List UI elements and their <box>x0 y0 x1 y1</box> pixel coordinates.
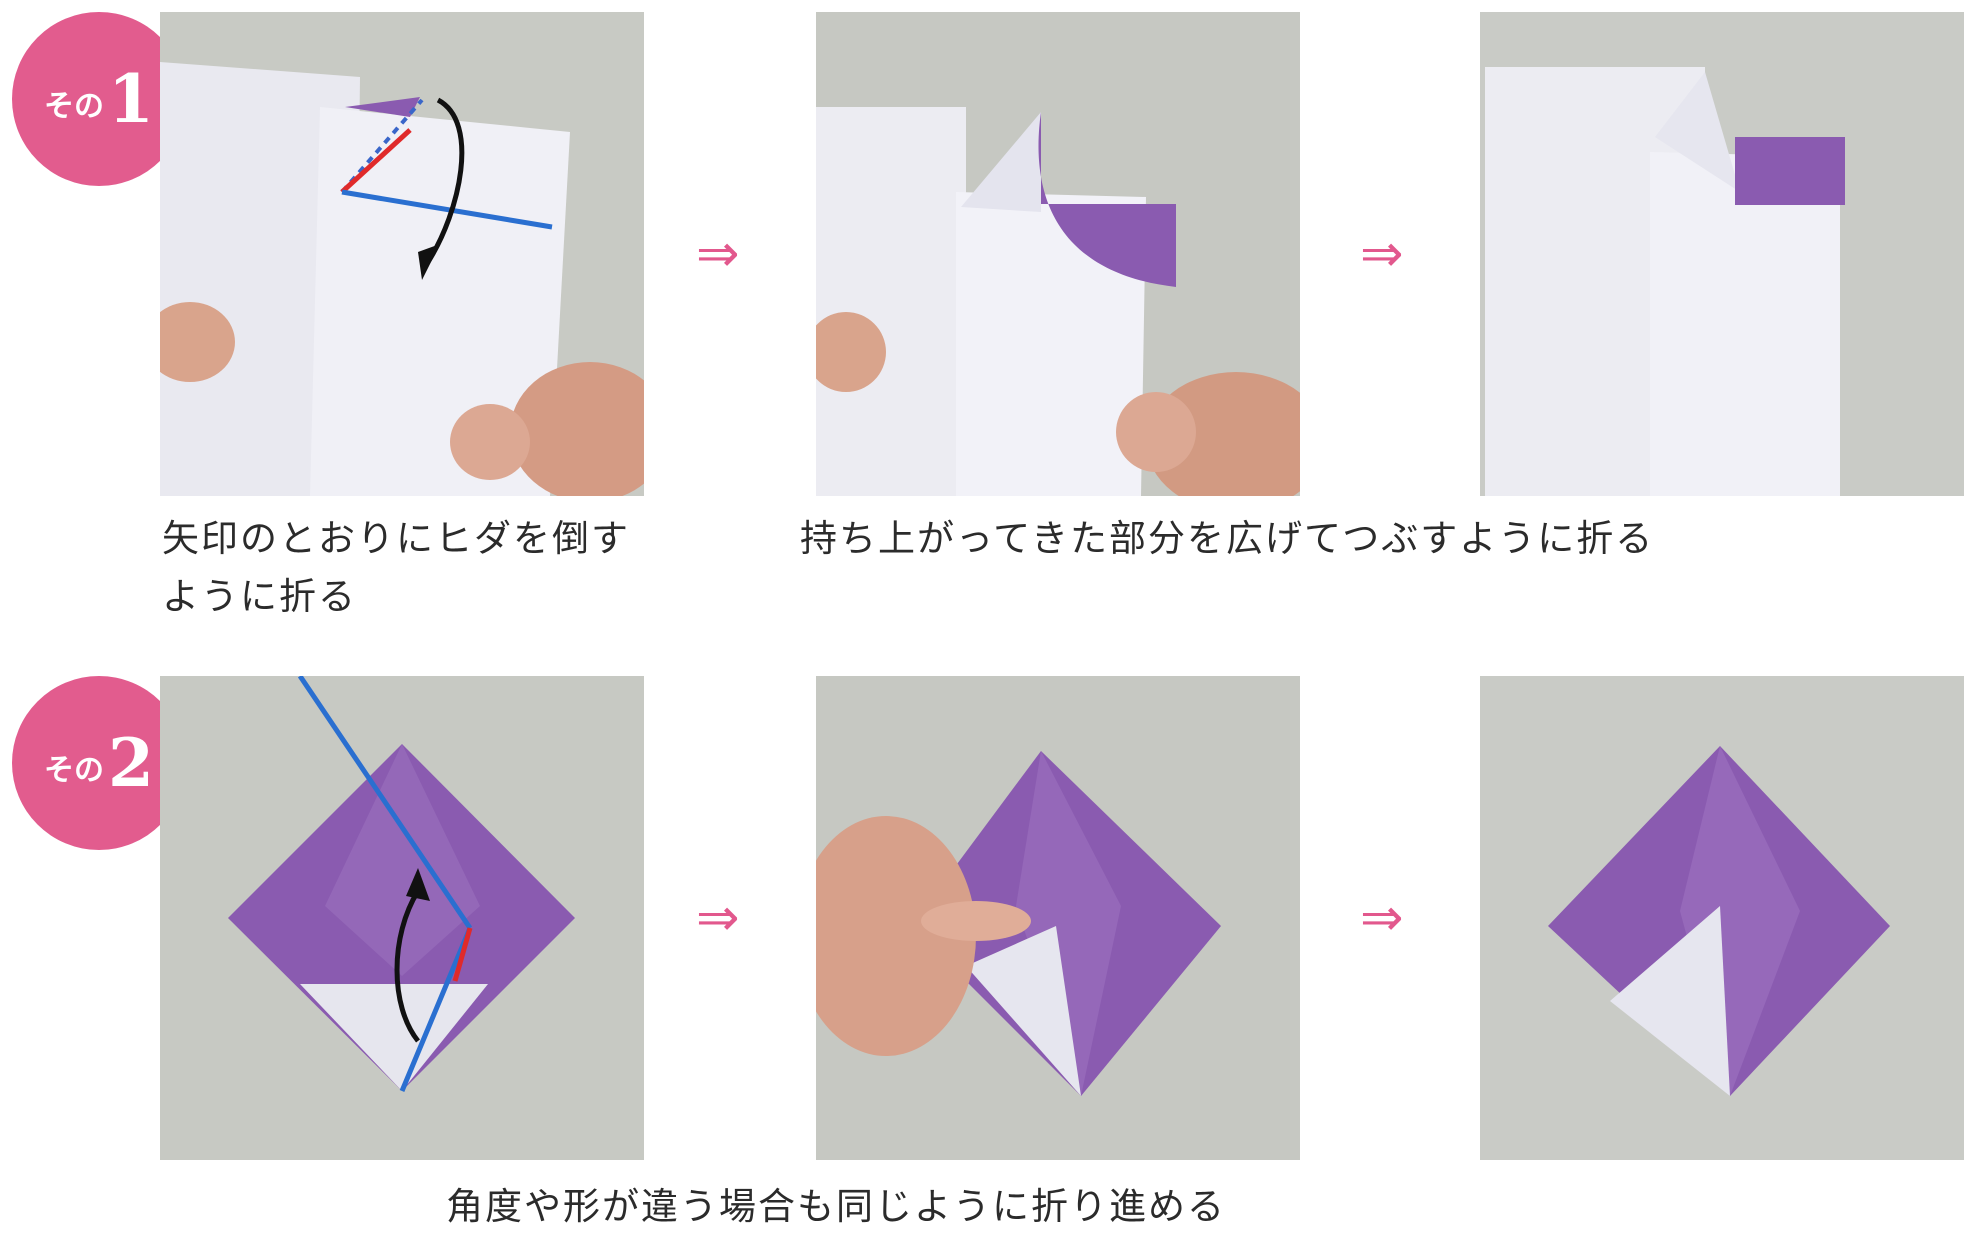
step-1-badge-prefix: その <box>44 89 105 124</box>
step-2-photo-3 <box>1480 676 1964 1160</box>
step-1-photo-3 <box>1480 12 1964 496</box>
step-1-caption-b: 持ち上がってきた部分を広げてつぶすように折る <box>800 517 1655 560</box>
arrow-2: ⇒ <box>1360 224 1404 284</box>
step-2-badge-prefix: その <box>44 753 105 788</box>
step-2-badge: その 2 <box>12 676 186 850</box>
step-1-photo-1 <box>160 12 644 496</box>
step-1-badge-number: 1 <box>108 60 154 138</box>
arrow-4: ⇒ <box>1360 888 1404 948</box>
step-1-caption-a-line-1: 矢印のとおりにヒダを倒す <box>162 517 630 560</box>
step-1-badge: その 1 <box>12 12 186 186</box>
step-2-photo-1 <box>160 676 644 1160</box>
arrow-1: ⇒ <box>696 224 740 284</box>
arrow-3: ⇒ <box>696 888 740 948</box>
step-1-photo-2 <box>816 12 1300 496</box>
step-2-badge-number: 2 <box>108 724 154 802</box>
step-2-photo-2 <box>816 676 1300 1160</box>
step-2-caption: 角度や形が違う場合も同じように折り進める <box>446 1185 1226 1228</box>
step-1-caption-a-line-2: ように折る <box>162 575 357 618</box>
